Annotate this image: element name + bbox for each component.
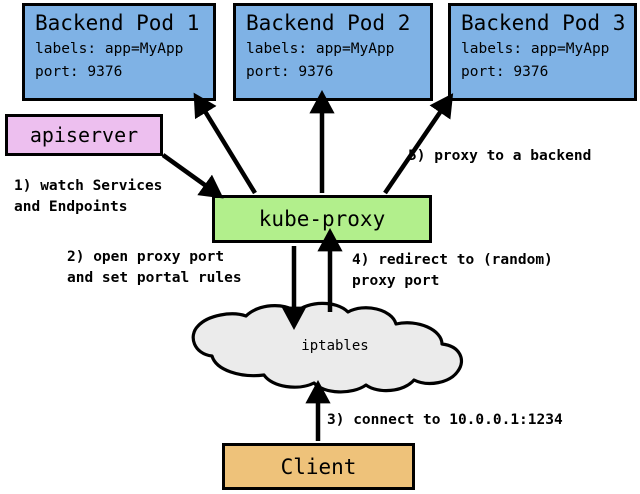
backend-pod-2-labels: labels: app=MyApp [246,41,395,57]
kube-proxy-box[interactable]: kube-proxy [212,195,432,243]
client-label: Client [280,454,357,479]
backend-pod-3-title: Backend Pod 3 [461,11,626,35]
backend-pod-2-port: port: 9376 [246,64,334,80]
backend-pod-2-box[interactable]: Backend Pod 2 labels: app=MyApp port: 93… [233,3,433,101]
step-3-label: 3) connect to 10.0.0.1:1234 [327,410,563,431]
step-1-line-1: 1) watch Services [14,178,163,194]
step-3-line-1: 3) connect to 10.0.0.1:1234 [327,412,563,428]
backend-pod-1-box[interactable]: Backend Pod 1 labels: app=MyApp port: 93… [22,3,216,101]
backend-pod-2-title: Backend Pod 2 [246,11,411,35]
step-2-line-2: and set portal rules [67,270,242,286]
arrow-kube-proxy-to-pod-1 [193,92,257,195]
backend-pod-3-box[interactable]: Backend Pod 3 labels: app=MyApp port: 93… [448,3,637,101]
step-5-label: 5) proxy to a backend [408,146,591,167]
step-1-line-2: and Endpoints [14,199,128,215]
backend-pod-3-port: port: 9376 [461,64,549,80]
step-4-line-2: proxy port [352,273,440,289]
step-2-label: 2) open proxy port and set portal rules [67,247,242,289]
client-box[interactable]: Client [222,443,415,490]
backend-pod-1-port: port: 9376 [35,64,123,80]
step-2-line-1: 2) open proxy port [67,249,225,265]
backend-pod-3-labels: labels: app=MyApp [461,41,610,57]
step-4-line-1: 4) redirect to (random) [352,252,553,268]
iptables-label: iptables [301,338,369,354]
step-5-line-1: 5) proxy to a backend [408,148,592,164]
apiserver-label: apiserver [29,123,139,147]
backend-pod-1-title: Backend Pod 1 [35,11,200,35]
apiserver-box[interactable]: apiserver [5,114,163,156]
arrow-apiserver-to-kube-proxy [161,153,224,199]
step-1-label: 1) watch Services and Endpoints [14,176,162,218]
kube-proxy-label: kube-proxy [258,207,386,231]
step-4-label: 4) redirect to (random) proxy port [352,250,553,292]
backend-pod-1-labels: labels: app=MyApp [35,41,184,57]
